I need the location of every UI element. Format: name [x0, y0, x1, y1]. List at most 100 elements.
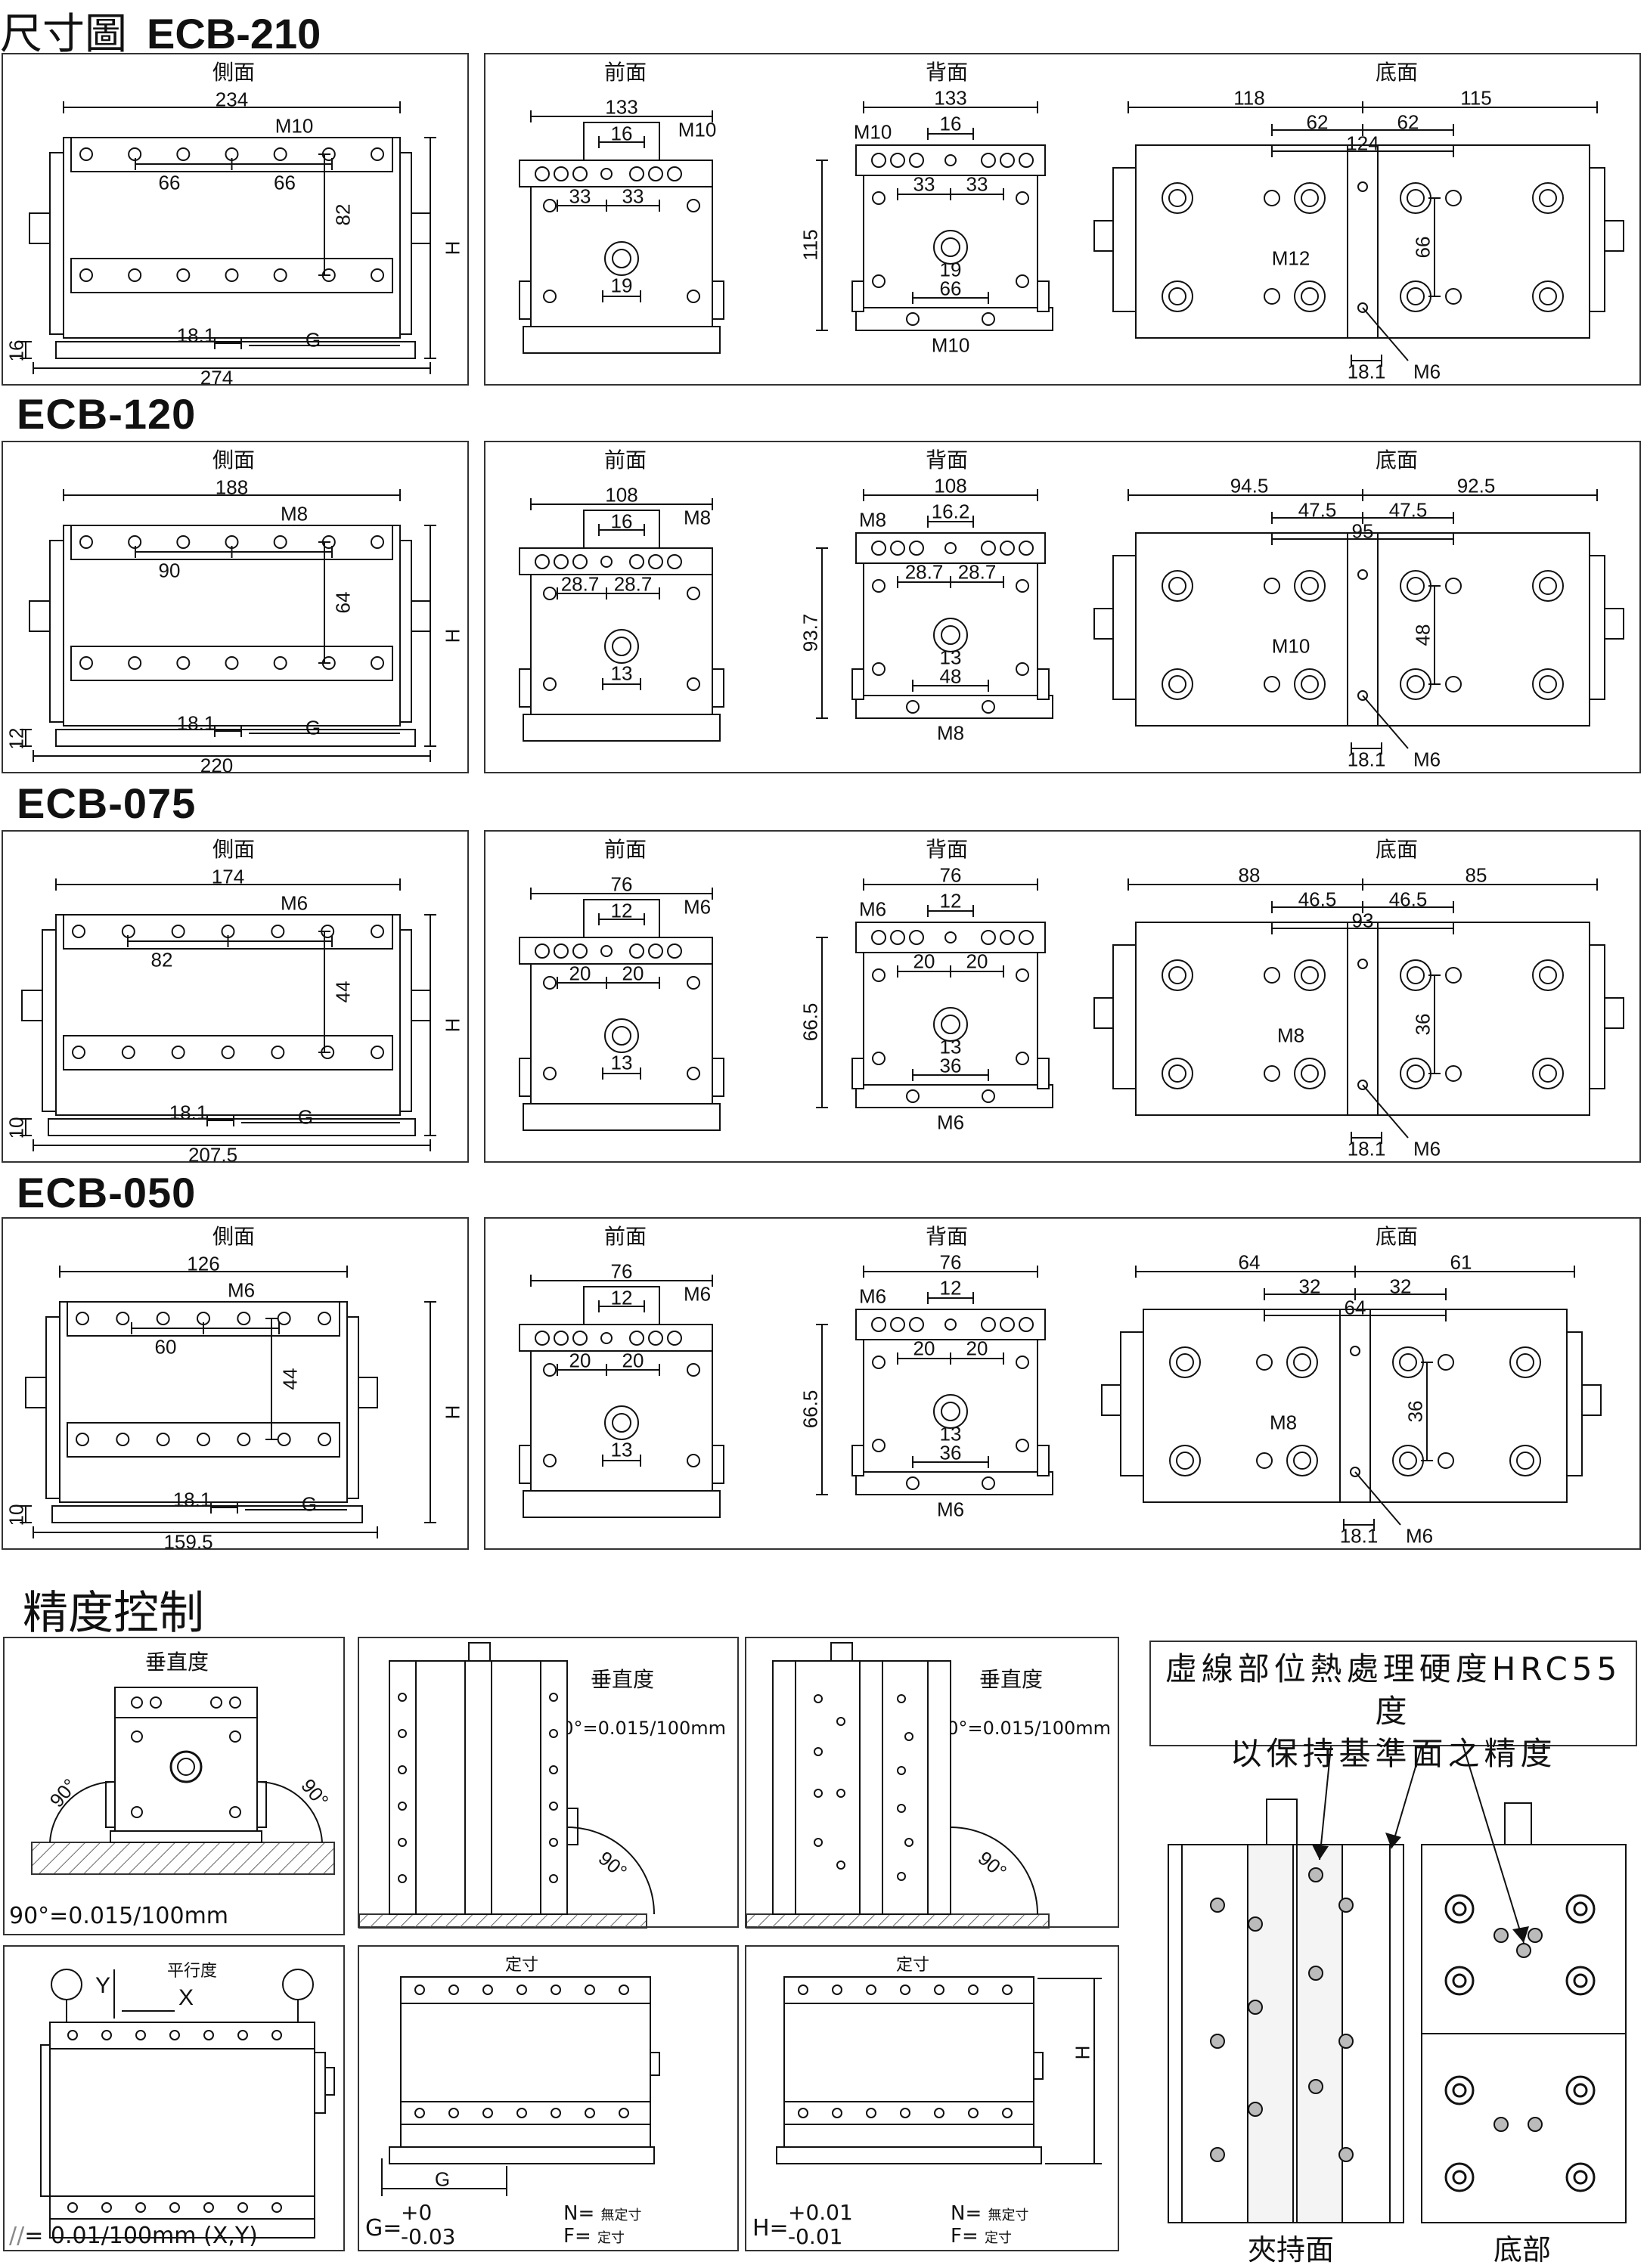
back-pitch-b-1: 28.7 — [957, 560, 997, 584]
h-f-label: F= — [951, 2225, 979, 2248]
front-pitch-b-2: 20 — [622, 962, 644, 985]
front-width-1: 108 — [605, 483, 638, 507]
side-offset-2: 18.1 — [169, 1101, 208, 1124]
front-width-0: 133 — [605, 95, 638, 119]
front-center-3: 12 — [610, 1286, 633, 1309]
bottom-left-2: 88 — [1238, 863, 1261, 887]
back-center-3: 12 — [939, 1276, 962, 1300]
front-pitch-a-1: 28.7 — [560, 572, 600, 596]
bottom-half-b-1: 47.5 — [1388, 498, 1428, 522]
h-size-label: 定寸 — [895, 1956, 930, 1975]
side-pitch-b-0: 66 — [274, 171, 296, 194]
side-total-1: 220 — [200, 754, 234, 777]
precision-title: 精度控制 — [23, 1587, 204, 1640]
bottom-part-label: 底部 — [1493, 2233, 1552, 2266]
front-width-3: 76 — [610, 1259, 633, 1283]
g-n-label: N= — [563, 2202, 595, 2225]
back-width-2: 76 — [939, 863, 962, 887]
bottom-half-b-2: 46.5 — [1388, 888, 1428, 911]
axis-x: X — [178, 1985, 194, 2010]
front-center-1: 16 — [610, 510, 633, 533]
bottom-mid-3: 64 — [1344, 1296, 1366, 1319]
bottom-half-a-1: 47.5 — [1298, 498, 1337, 522]
side-view-panel-1-svg — [20, 489, 436, 762]
precision-parallel-panel: 平行度 Y X //= 0.01/100mm (X,Y) — [3, 1945, 345, 2251]
back-thread-1: M8 — [858, 508, 887, 531]
section-title-ecb120: ECB-120 — [17, 390, 197, 438]
g-dim: G — [434, 2167, 451, 2191]
side-width-0: 234 — [215, 88, 249, 111]
h-n-text: 無定寸 — [988, 2208, 1029, 2223]
axis-y: Y — [95, 1973, 111, 1998]
parallel-drawing — [40, 1969, 335, 2239]
side-g-1: G — [305, 716, 321, 739]
side-view-title-3: 側面 — [212, 1224, 256, 1249]
h-dim: H — [1071, 2045, 1094, 2060]
precision-h-panel: 定寸 H H= +0.01 -0.01 N= 無定寸 F= 定寸 — [745, 1945, 1119, 2251]
side-pitch-a-0: 66 — [158, 171, 181, 194]
side-pitch-a-2: 82 — [150, 948, 173, 971]
back-center-1: 16.2 — [931, 500, 970, 523]
perp-front-drawing — [31, 1687, 335, 1875]
front-hole-2: 13 — [610, 1051, 633, 1074]
bottom-left-0: 118 — [1233, 86, 1265, 110]
back-base-thread-2: M6 — [936, 1111, 965, 1134]
back-center-2: 12 — [939, 889, 962, 912]
front-back-bottom-panel-2-svg — [519, 878, 1624, 1144]
perp-side-drawing — [358, 1642, 655, 1929]
bottom-small-thread-0: M6 — [1413, 360, 1441, 383]
back-hole-0: 19 — [939, 258, 962, 281]
section-title-ecb075: ECB-075 — [17, 779, 197, 827]
back-thread-2: M6 — [858, 897, 887, 921]
perp-value-3: 90°=0.015/100mm — [935, 1718, 1112, 1739]
side-offset-3: 18.1 — [172, 1488, 212, 1511]
bottom-half-b-0: 62 — [1397, 110, 1419, 134]
h-f-row: F= 定寸 — [951, 2225, 1012, 2248]
bottom-small-thread-2: M6 — [1413, 1137, 1441, 1160]
perp-label-2: 垂直度 — [590, 1667, 655, 1692]
bottom-half-a-0: 62 — [1306, 110, 1329, 134]
front-view-title-0: 前面 — [603, 60, 647, 85]
front-pitch-b-1: 28.7 — [613, 572, 653, 596]
bottom-view-title-3: 底面 — [1375, 1224, 1419, 1249]
g-f-label: F= — [563, 2225, 591, 2248]
bottom-mid-2: 93 — [1351, 909, 1374, 932]
side-width-1: 188 — [215, 476, 249, 499]
front-back-bottom-panel-0-svg — [519, 101, 1624, 367]
side-g-0: G — [305, 328, 321, 352]
front-back-bottom-panel-3-svg — [519, 1266, 1602, 1531]
side-pitch-a-1: 90 — [158, 559, 181, 582]
bottom-mid-1: 95 — [1351, 519, 1374, 543]
side-total-2: 207.5 — [188, 1143, 238, 1167]
back-base-thread-1: M8 — [936, 721, 965, 745]
back-pitch-b-2: 20 — [966, 950, 988, 973]
front-back-bottom-panel-1-svg — [519, 489, 1624, 754]
bottom-offset-0: 18.1 — [1347, 360, 1386, 383]
back-width-3: 76 — [939, 1250, 962, 1274]
g-n-text: 無定寸 — [600, 2208, 642, 2223]
front-center-2: 12 — [610, 899, 633, 922]
side-view-panel-2-svg — [20, 878, 436, 1151]
bottom-offset-1: 18.1 — [1347, 748, 1386, 771]
bottom-view-title-1: 底面 — [1375, 448, 1419, 472]
perp-label-3: 垂直度 — [979, 1667, 1044, 1692]
back-width-0: 133 — [934, 86, 967, 110]
side-thread-3: M6 — [227, 1278, 256, 1302]
back-pitch-a-0: 33 — [913, 172, 935, 196]
g-tol-plus: +0 — [401, 2200, 433, 2225]
side-thread-0: M10 — [274, 114, 314, 138]
side-pitch-a-3: 60 — [154, 1335, 177, 1359]
front-center-0: 16 — [610, 122, 633, 145]
back-thread-0: M10 — [853, 120, 892, 144]
h-n-label: N= — [951, 2202, 982, 2225]
front-pitch-a-0: 33 — [569, 184, 591, 208]
back-hole-1: 13 — [939, 646, 962, 669]
bottom-view-title-0: 底面 — [1375, 60, 1419, 85]
side-total-0: 274 — [200, 366, 234, 389]
perp-value-2: 90°=0.015/100mm — [551, 1718, 727, 1739]
